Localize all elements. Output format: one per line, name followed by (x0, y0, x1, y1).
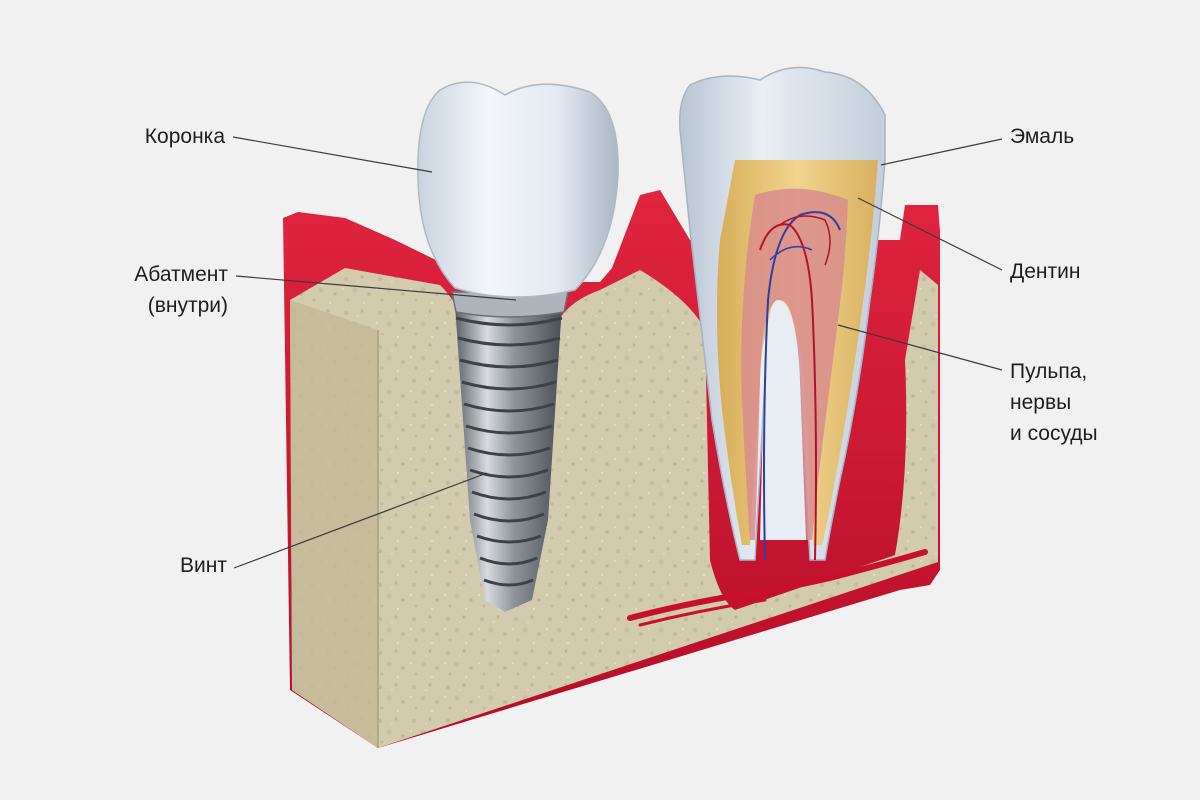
label-abutment: Абатмент (внутри) (134, 263, 228, 317)
leader-screw (233, 472, 488, 569)
leader-lines (232, 136, 1003, 569)
leader-enamel (880, 138, 1003, 166)
implant-screw (455, 305, 563, 612)
label-screw: Винт (180, 554, 227, 577)
leader-crown (232, 136, 433, 173)
leader-pulp (837, 324, 1003, 371)
nerves-and-vessels (627, 211, 928, 627)
jaw-bone (290, 268, 938, 748)
label-pulp: Пульпа, нервы и сосуды (1010, 360, 1098, 445)
jaw-bone-side (290, 300, 378, 748)
implant-crown (417, 81, 619, 298)
label-crown: Коронка (144, 125, 225, 148)
label-dentin: Дентин (1010, 260, 1081, 283)
natural-tooth-pulp (741, 188, 848, 541)
label-enamel: Эмаль (1010, 125, 1075, 148)
abutment (451, 291, 569, 318)
leader-abutment (235, 275, 517, 301)
leader-dentin (857, 197, 1003, 271)
